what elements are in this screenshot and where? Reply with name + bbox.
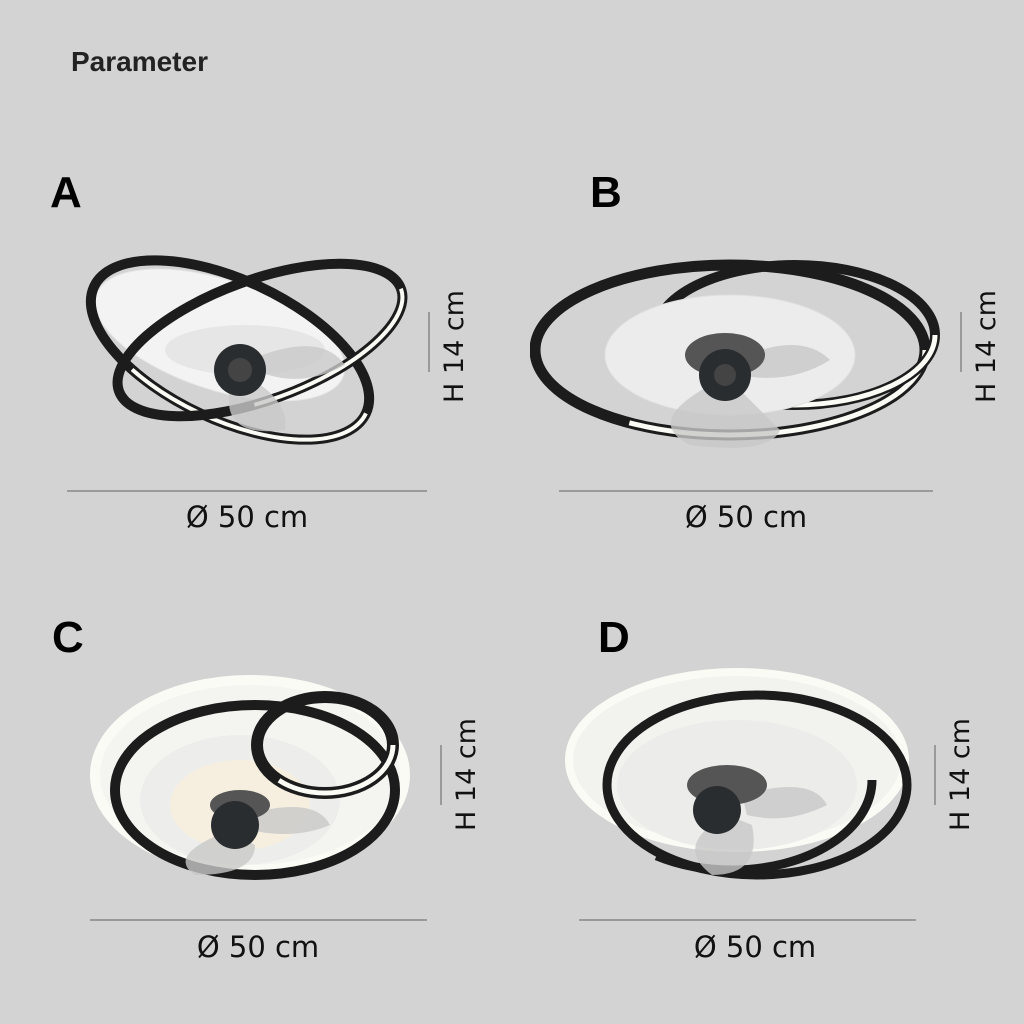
variant-label-c: C bbox=[52, 613, 84, 662]
ceiling-fan-image-d bbox=[565, 668, 912, 880]
ceiling-fan-image-b bbox=[530, 259, 940, 448]
height-text-c: H 14 cm bbox=[451, 718, 482, 831]
diameter-text-a: Ø 50 cm bbox=[185, 500, 309, 534]
height-text-b: H 14 cm bbox=[971, 290, 1002, 403]
height-line-d bbox=[934, 745, 936, 805]
variant-label-d: D bbox=[598, 613, 630, 662]
height-line-c bbox=[440, 745, 442, 805]
diameter-line-a bbox=[67, 490, 427, 492]
ceiling-fan-image-a bbox=[85, 255, 408, 445]
diameter-text-b: Ø 50 cm bbox=[684, 500, 808, 534]
diameter-line-d bbox=[579, 919, 916, 921]
height-text-a: H 14 cm bbox=[439, 290, 470, 403]
diameter-text-c: Ø 50 cm bbox=[196, 930, 320, 964]
height-line-a bbox=[428, 312, 430, 372]
variant-label-a: A bbox=[50, 168, 82, 217]
variant-label-b: B bbox=[590, 168, 622, 217]
diameter-text-d: Ø 50 cm bbox=[693, 930, 817, 964]
height-line-b bbox=[960, 312, 962, 372]
ceiling-fan-image-c bbox=[90, 675, 410, 880]
page-title: Parameter bbox=[71, 46, 208, 77]
diameter-line-b bbox=[559, 490, 933, 492]
height-text-d: H 14 cm bbox=[945, 718, 976, 831]
diameter-line-c bbox=[90, 919, 427, 921]
